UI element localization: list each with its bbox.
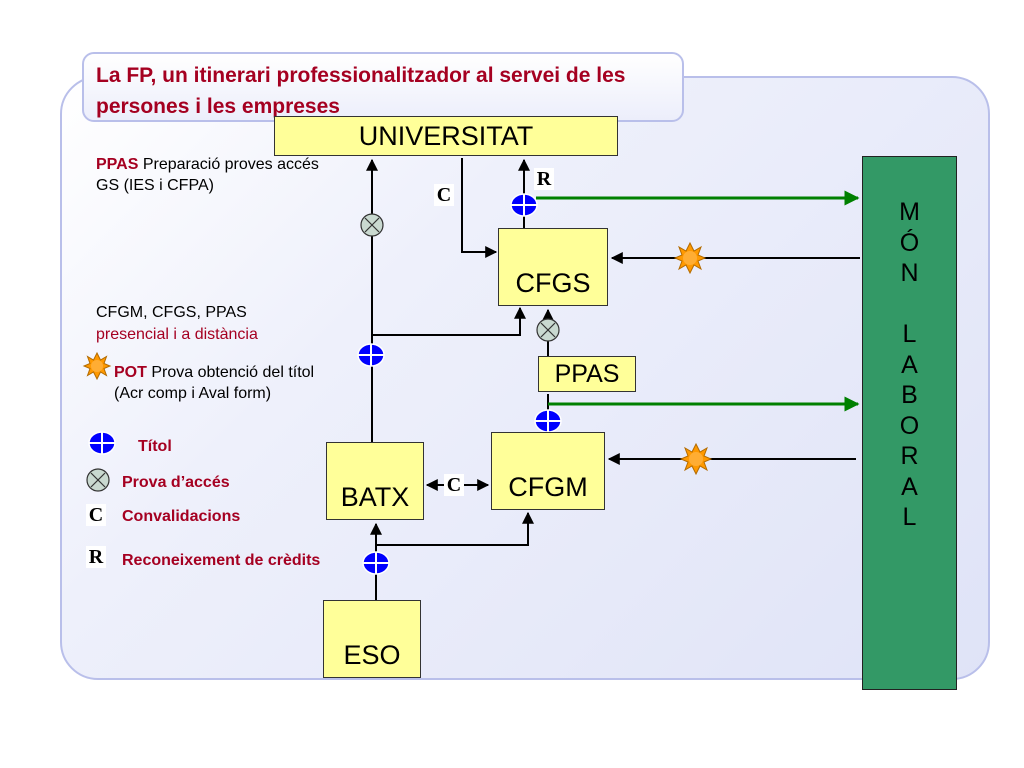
- ppas-note-label: PPAS: [96, 156, 139, 173]
- modes-note-line2: presencial i a distància: [96, 326, 258, 343]
- ppas-note: PPAS Preparació proves accés GS (IES i C…: [96, 154, 321, 196]
- line-universitat-cfgs: [461, 158, 498, 258]
- mon-laboral-label: M Ó N L A B O R A L: [899, 198, 920, 531]
- titol-icon: [362, 551, 390, 575]
- title-box: [82, 52, 684, 122]
- titol-icon: [534, 409, 562, 433]
- legend-prova-label: Prova d’accés: [122, 474, 230, 491]
- batx-box: BATX: [326, 442, 424, 520]
- pot-note-desc: Prova obtenció del títol (Acr comp i Ava…: [114, 364, 315, 402]
- convalidacio-badge-middle: C: [444, 474, 464, 496]
- pot-note: POT Prova obtenció del títol (Acr comp i…: [114, 362, 329, 404]
- reconeixement-badge: R: [534, 168, 554, 190]
- legend-convalidacions-label: Convalidacions: [122, 508, 241, 525]
- page-title: La FP, un itinerari professionalitzador …: [96, 64, 626, 118]
- legend-reconeixement-label: Reconeixement de crèdits: [122, 552, 321, 569]
- legend-prova-icon: [86, 468, 110, 492]
- universitat-box: UNIVERSITAT: [274, 116, 618, 156]
- legend-r-symbol: R: [86, 546, 106, 568]
- cfgs-box: CFGS: [498, 228, 608, 306]
- ppas-note-desc: Preparació proves accés GS (IES i CFPA): [96, 156, 319, 194]
- mon-laboral-box: M Ó N L A B O R A L: [862, 156, 957, 690]
- titol-icon: [357, 343, 385, 367]
- pot-note-label: POT: [114, 364, 147, 381]
- ppas-box: PPAS: [538, 356, 636, 392]
- legend-pot-icon: [82, 351, 112, 381]
- cfgm-box: CFGM: [491, 432, 605, 510]
- line-eso-cfgm: [376, 511, 534, 546]
- pot-icon: [673, 241, 707, 275]
- convalidacio-badge: C: [434, 184, 454, 206]
- legend-titol-label: Títol: [138, 438, 172, 455]
- legend-titol-icon: [88, 431, 116, 455]
- legend-c-symbol: C: [86, 504, 106, 526]
- titol-icon: [510, 193, 538, 217]
- prova-acces-icon: [536, 318, 560, 342]
- eso-box: ESO: [323, 600, 421, 678]
- line-batx-cfgs: [372, 306, 526, 336]
- modes-note-line1: CFGM, CFGS, PPAS: [96, 304, 247, 321]
- pot-icon: [679, 442, 713, 476]
- prova-acces-icon: [360, 213, 384, 237]
